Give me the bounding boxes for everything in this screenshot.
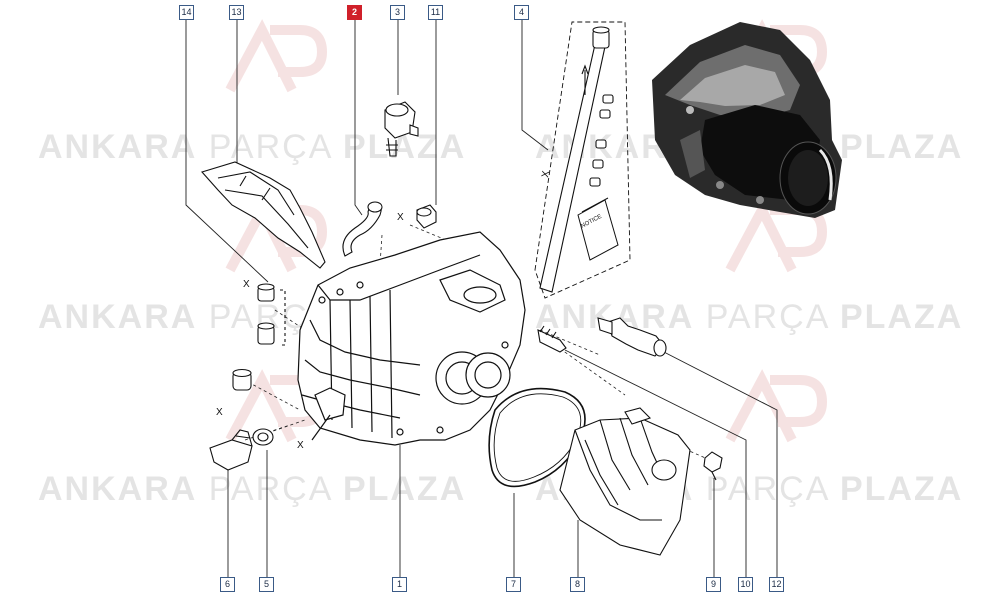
x-marker-5: X <box>540 170 552 179</box>
leader-lines <box>185 19 778 578</box>
part-14-bushes <box>257 283 286 346</box>
x-marker-4: X <box>397 212 404 223</box>
leader-4 <box>521 19 549 151</box>
part-8-cover <box>559 407 691 556</box>
part-2-hose <box>342 201 383 257</box>
part-12-sensor <box>597 317 667 357</box>
callout-10-label: 10 <box>740 579 751 589</box>
part-11-bush <box>416 204 437 229</box>
watermark-logo-6 <box>725 369 828 443</box>
part-small-bush <box>232 368 252 391</box>
leader-14 <box>185 19 269 283</box>
callout-8[interactable]: 8 <box>570 577 585 592</box>
callout-13-label: 13 <box>231 7 242 17</box>
callout-9[interactable]: 9 <box>706 577 721 592</box>
callout-14-label: 14 <box>181 7 192 17</box>
callout-13[interactable]: 13 <box>229 5 244 20</box>
part-4-dipstick <box>539 26 614 293</box>
x-marker-3: X <box>297 440 304 451</box>
callout-11[interactable]: 11 <box>428 5 443 20</box>
part-7-gasket <box>488 387 586 488</box>
leader-10 <box>564 349 747 578</box>
callout-3-label: 3 <box>394 7 400 17</box>
watermark-logo-1 <box>225 19 328 93</box>
part-1-housing <box>297 231 526 446</box>
part-bolt-small <box>537 325 567 353</box>
leader-13 <box>236 19 239 186</box>
callout-2[interactable]: 2 <box>347 5 362 20</box>
part-13-lever <box>201 161 326 269</box>
part-9-bolt <box>703 451 723 481</box>
callout-1-label: 1 <box>396 579 402 589</box>
watermark-logo-4 <box>725 199 828 273</box>
callout-12[interactable]: 12 <box>769 577 784 592</box>
part-4-dipstick-box <box>534 21 631 299</box>
callout-1[interactable]: 1 <box>392 577 407 592</box>
callout-6[interactable]: 6 <box>220 577 235 592</box>
part-6-plug <box>209 429 253 471</box>
x-markers: X X X X X <box>216 170 552 451</box>
leader-12 <box>659 349 778 578</box>
callout-4-label: 4 <box>518 7 524 17</box>
callout-4[interactable]: 4 <box>514 5 529 20</box>
x-marker-1: X <box>243 279 250 290</box>
callout-9-label: 9 <box>710 579 716 589</box>
notice-booklet: NOTICE <box>577 197 619 261</box>
part-3-switch <box>384 101 419 157</box>
callout-6-label: 6 <box>224 579 230 589</box>
callout-2-label: 2 <box>351 7 357 17</box>
callout-7[interactable]: 7 <box>506 577 521 592</box>
part-5-washer <box>252 428 274 446</box>
gearbox-photo <box>652 22 842 218</box>
callout-7-label: 7 <box>510 579 516 589</box>
callout-10[interactable]: 10 <box>738 577 753 592</box>
callout-14[interactable]: 14 <box>179 5 194 20</box>
x-marker-2: X <box>216 407 223 418</box>
callout-8-label: 8 <box>574 579 580 589</box>
callout-5-label: 5 <box>263 579 269 589</box>
callout-12-label: 12 <box>771 579 782 589</box>
leader-2 <box>354 19 363 216</box>
callout-5[interactable]: 5 <box>259 577 274 592</box>
callout-11-label: 11 <box>430 7 441 17</box>
callout-3[interactable]: 3 <box>390 5 405 20</box>
